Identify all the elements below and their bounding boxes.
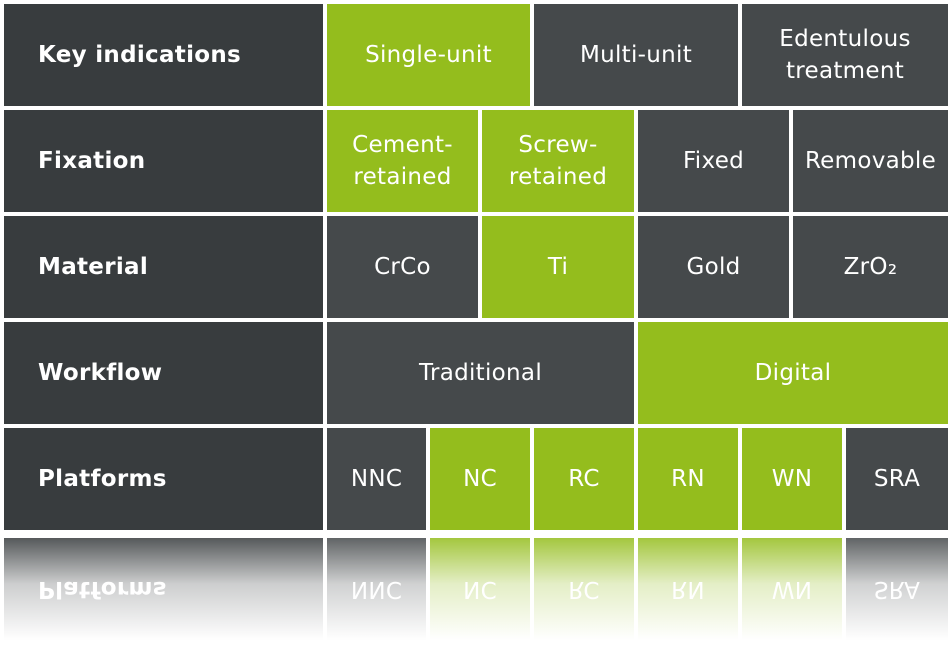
row-label: Key indications: [4, 4, 323, 106]
row-material: Material CrCo Ti Gold ZrO₂: [4, 216, 948, 318]
row-fixation: Fixation Cement- retained Screw- retaine…: [4, 110, 948, 212]
row-label: Platforms: [4, 428, 323, 530]
reflection-fade: [4, 538, 948, 640]
option-cell: Screw- retained: [482, 110, 634, 212]
platforms-reflection: Platforms NNC NC RC RN WN SRA: [4, 538, 948, 640]
option-cell: Multi-unit: [534, 4, 738, 106]
option-cell: Ti: [482, 216, 634, 318]
option-cell: WN: [742, 428, 842, 530]
row-workflow: Workflow Traditional Digital: [4, 322, 948, 424]
option-cell: Single-unit: [327, 4, 530, 106]
option-cell: SRA: [846, 428, 948, 530]
option-cell: CrCo: [327, 216, 478, 318]
option-cell: Fixed: [638, 110, 789, 212]
option-cell: Traditional: [327, 322, 634, 424]
option-cell: RN: [638, 428, 738, 530]
option-cell: Removable: [793, 110, 948, 212]
row-label: Fixation: [4, 110, 323, 212]
option-cell: Gold: [638, 216, 789, 318]
option-cell: Digital: [638, 322, 948, 424]
option-cell: NC: [430, 428, 530, 530]
row-key-indications: Key indications Single-unit Multi-unit E…: [4, 4, 948, 106]
row-label: Material: [4, 216, 323, 318]
option-cell: Edentulous treatment: [742, 4, 948, 106]
option-cell: NNC: [327, 428, 426, 530]
option-cell: ZrO₂: [793, 216, 948, 318]
row-platforms: Platforms NNC NC RC RN WN SRA: [4, 428, 948, 530]
row-label: Workflow: [4, 322, 323, 424]
option-cell: Cement- retained: [327, 110, 478, 212]
option-cell: RC: [534, 428, 634, 530]
